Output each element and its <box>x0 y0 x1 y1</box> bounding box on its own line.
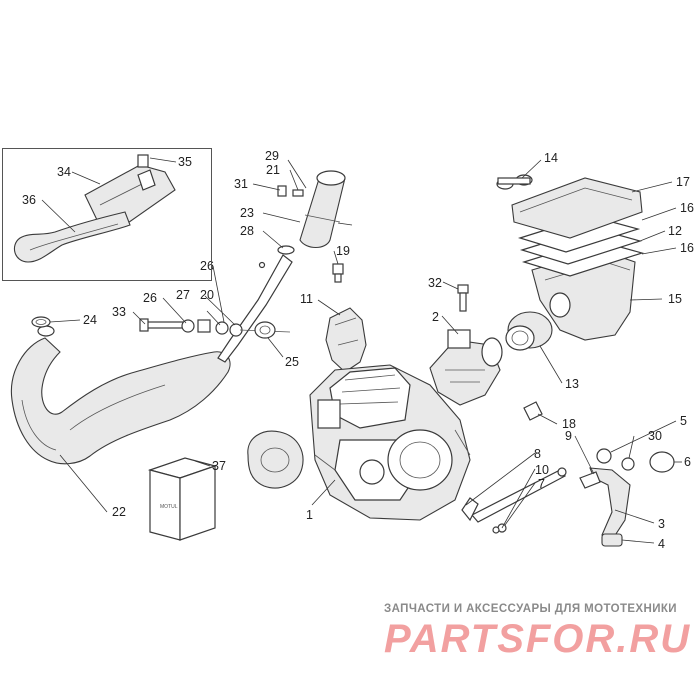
kick-start-assembly <box>461 448 675 547</box>
callout-10: 10 <box>535 463 549 477</box>
small-clip <box>523 401 543 421</box>
lid-clips <box>496 174 533 190</box>
engine-bracket <box>325 307 367 373</box>
exhaust-pipe <box>10 325 231 465</box>
callout-4: 4 <box>658 537 665 551</box>
callout-labels: 1 2 3 4 5 6 7 8 9 10 11 12 13 14 15 16 1… <box>22 149 694 551</box>
callout-24: 24 <box>83 313 97 327</box>
callout-31: 31 <box>234 177 248 191</box>
callout-33: 33 <box>112 305 126 319</box>
clamp <box>254 321 276 339</box>
mounting-bolt-set <box>139 318 291 337</box>
inset-exhaust-variant <box>13 154 176 263</box>
callout-1: 1 <box>306 508 313 522</box>
callout-23: 23 <box>240 206 254 220</box>
ignition-cover <box>247 430 304 489</box>
exhaust-gasket <box>31 316 51 328</box>
watermark-logo: PARTSFOR.RU <box>384 617 691 661</box>
callout-37: 37 <box>212 459 226 473</box>
callout-8: 8 <box>534 447 541 461</box>
callout-2: 2 <box>432 310 439 324</box>
svg-text:MOTUL: MOTUL <box>160 504 178 510</box>
inset-detail-frame <box>2 148 212 281</box>
callout-28: 28 <box>240 224 254 238</box>
carburettor <box>429 329 503 406</box>
engine-block <box>309 364 471 521</box>
watermark-tagline: ЗАПЧАСТИ И АКСЕССУАРЫ ДЛЯ МОТОТЕХНИКИ <box>384 603 677 615</box>
callout-22: 22 <box>112 505 126 519</box>
callout-3: 3 <box>658 517 665 531</box>
callout-17: 17 <box>676 175 690 189</box>
callout-11: 11 <box>300 292 313 306</box>
callout-18: 18 <box>562 417 576 431</box>
carburettor-bolt <box>457 284 469 312</box>
callout-30: 30 <box>648 429 662 443</box>
callout-32: 32 <box>428 276 442 290</box>
screw <box>332 263 344 283</box>
callout-34: 34 <box>57 165 71 179</box>
leader-lines <box>41 157 682 544</box>
callout-12: 12 <box>668 224 682 238</box>
callout-20: 20 <box>200 288 214 302</box>
callout-27: 27 <box>176 288 190 302</box>
callout-6: 6 <box>684 455 691 469</box>
callout-16-upper: 16 <box>680 201 694 215</box>
callout-15: 15 <box>668 292 682 306</box>
callout-7: 7 <box>538 477 545 491</box>
callout-19: 19 <box>336 244 350 258</box>
callout-29: 29 <box>265 149 279 163</box>
callout-36: 36 <box>22 193 36 207</box>
air-box-lid <box>511 177 643 239</box>
callout-26-lower: 26 <box>143 291 157 305</box>
watermark-logo-text: PARTSFOR.RU <box>384 617 691 661</box>
callout-21: 21 <box>266 163 280 177</box>
package-box: MOTUL <box>147 457 218 541</box>
callout-13: 13 <box>565 377 579 391</box>
callout-14: 14 <box>544 151 558 165</box>
callout-16-lower: 16 <box>680 241 694 255</box>
callout-26-upper: 26 <box>200 259 214 273</box>
callout-25: 25 <box>285 355 299 369</box>
intake-manifold <box>505 311 553 351</box>
callout-9: 9 <box>565 429 572 443</box>
callout-5: 5 <box>680 414 687 428</box>
callout-35: 35 <box>178 155 192 169</box>
